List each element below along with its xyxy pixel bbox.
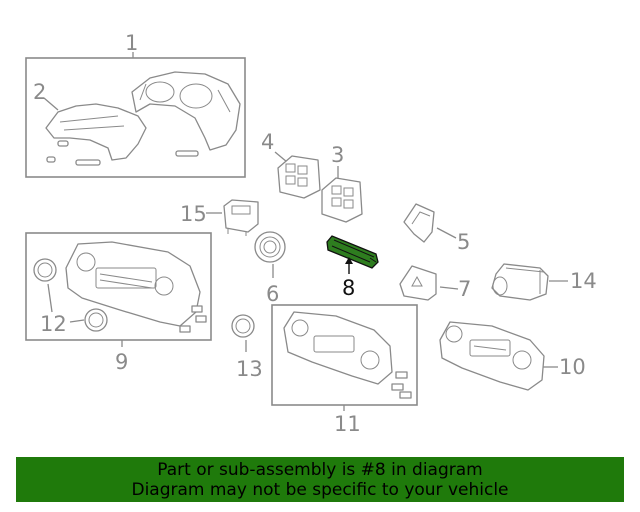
banner-line-part-number: Part or sub-assembly is #8 in diagram bbox=[157, 459, 483, 480]
callout-9: 9 bbox=[115, 350, 128, 374]
callout-12: 12 bbox=[40, 312, 67, 336]
cluster-clip-part bbox=[75, 159, 101, 166]
callout-15: 15 bbox=[180, 202, 207, 226]
control-panel-part-11 bbox=[283, 311, 412, 399]
cluster-clip-part bbox=[46, 156, 56, 163]
switch-part-15 bbox=[223, 199, 259, 236]
bezel-part-14 bbox=[491, 263, 549, 301]
hazard-switch-part-7 bbox=[399, 265, 437, 301]
control-panel-part-10 bbox=[439, 321, 545, 391]
banner-line-disclaimer: Diagram may not be specific to your vehi… bbox=[131, 479, 509, 500]
callout-14: 14 bbox=[570, 269, 597, 293]
instrument-cluster-part bbox=[131, 71, 241, 151]
callout-7: 7 bbox=[458, 277, 471, 301]
bracket-part-5 bbox=[403, 203, 435, 243]
callout-13: 13 bbox=[236, 357, 263, 381]
switch-assembly-part-3 bbox=[321, 177, 363, 223]
info-banner: Part or sub-assembly is #8 in diagram Di… bbox=[16, 457, 624, 502]
highlighted-part-8 bbox=[326, 235, 379, 269]
group-box-9 bbox=[25, 232, 212, 341]
group-box-1 bbox=[25, 57, 246, 178]
callout-8: 8 bbox=[342, 276, 355, 300]
callout-3: 3 bbox=[331, 143, 344, 167]
knob-part-12b bbox=[84, 308, 108, 332]
knob-part-12a bbox=[33, 258, 57, 282]
knob-part-6 bbox=[254, 231, 286, 263]
callout-2: 2 bbox=[33, 80, 46, 104]
callout-5: 5 bbox=[457, 230, 470, 254]
cluster-clip-part bbox=[57, 140, 69, 147]
knob-part-13 bbox=[231, 314, 255, 338]
cluster-clip-part bbox=[175, 150, 199, 157]
callout-4: 4 bbox=[261, 130, 274, 154]
climate-panel-part bbox=[65, 241, 207, 333]
callout-6: 6 bbox=[266, 282, 279, 306]
cluster-lens-part bbox=[45, 103, 147, 161]
switch-assembly-part-4 bbox=[277, 155, 321, 199]
callout-10: 10 bbox=[559, 355, 586, 379]
callout-1: 1 bbox=[125, 31, 138, 55]
callout-11: 11 bbox=[334, 412, 361, 436]
